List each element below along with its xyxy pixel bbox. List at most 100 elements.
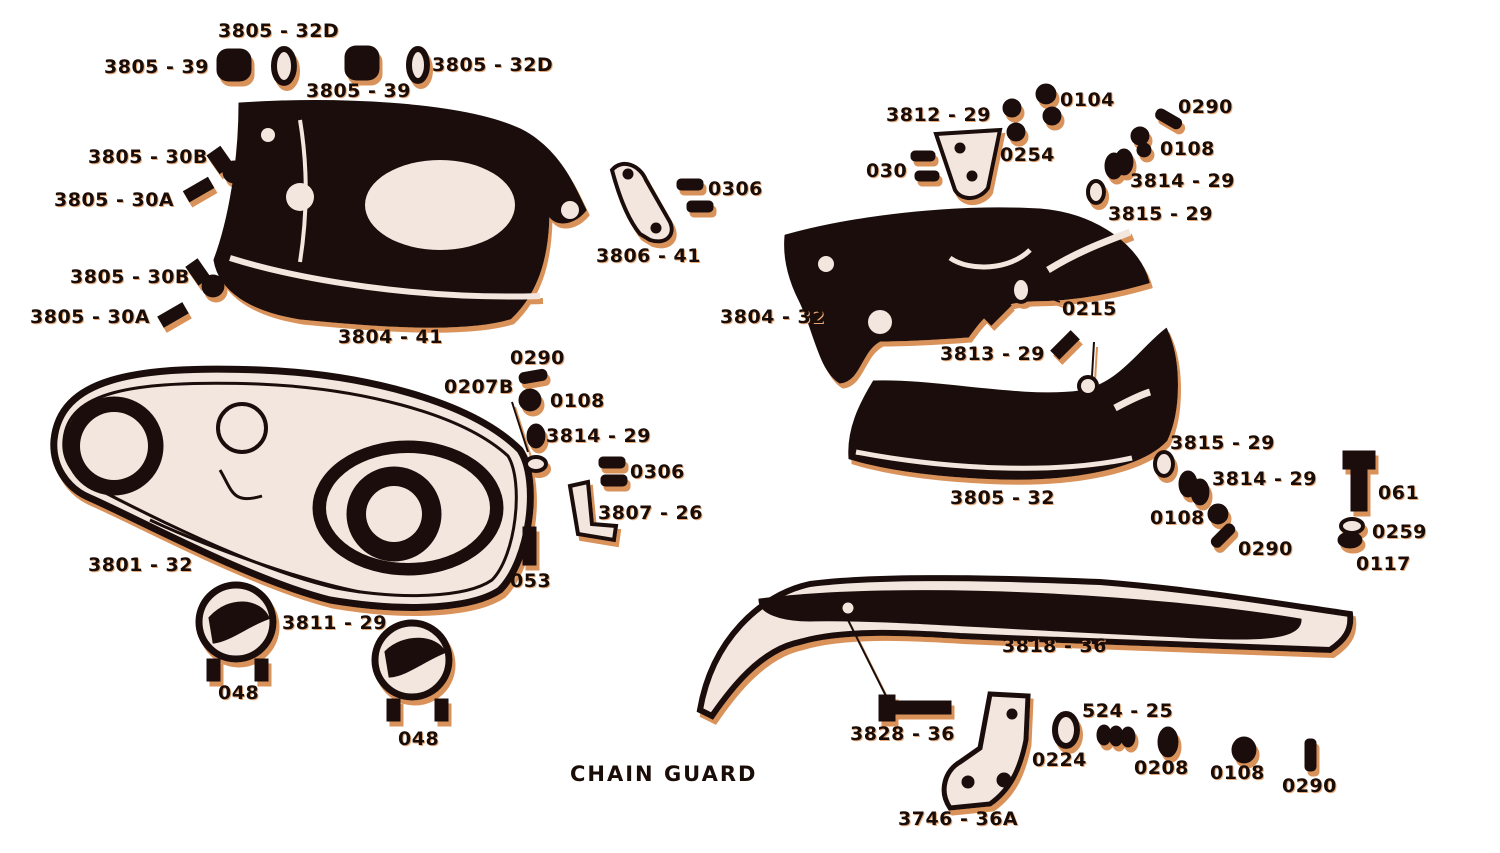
spring-washer-3814-29-c [526, 423, 546, 449]
label-3805-32d-top: 3805 - 32D [218, 20, 340, 42]
label-0108-right: 0108 [1150, 507, 1205, 529]
bracket-3806-41 [609, 161, 674, 244]
washer-3815-29-b [1153, 450, 1175, 478]
label-061: 061 [1378, 482, 1420, 504]
chain-guard-3805-32 [848, 327, 1178, 480]
label-0290-right: 0290 [1238, 538, 1293, 560]
washer-0259 [1339, 517, 1365, 535]
spring-washer-3814-29-b [1178, 470, 1210, 506]
label-0290-top: 0290 [1178, 96, 1233, 118]
label-3815-29-right: 3815 - 29 [1170, 432, 1275, 454]
label-3814-29-mid: 3814 - 29 [546, 425, 651, 447]
label-3828-36: 3828 - 36 [850, 723, 955, 745]
label-048-b: 048 [398, 728, 440, 750]
label-048-a: 048 [218, 682, 260, 704]
screw-030 [910, 150, 940, 182]
fastener-3805-39-a [216, 48, 252, 82]
washer-3815-29-a [1086, 179, 1106, 205]
label-0290-mid: 0290 [510, 347, 565, 369]
label-3805-30b-a: 3805 - 30B [88, 146, 208, 168]
label-0224: 0224 [1032, 749, 1087, 771]
label-0108-top: 0108 [1160, 138, 1215, 160]
chain-guard-cover-3804-41 [213, 100, 587, 328]
bolt-0306-a [676, 178, 714, 213]
nut-0117 [1337, 531, 1363, 549]
bolt-061 [1342, 450, 1376, 512]
label-524-25: 524 - 25 [1082, 700, 1174, 722]
label-3805-30b-b: 3805 - 30B [70, 266, 190, 288]
bolt-3805-30b-b [185, 258, 225, 298]
label-3805-39-left: 3805 - 39 [104, 56, 209, 78]
label-3814-29-top: 3814 - 29 [1130, 170, 1235, 192]
label-053: 053 [510, 570, 552, 592]
washer-0224 [1052, 711, 1080, 749]
label-0108-bottom: 0108 [1210, 762, 1265, 784]
label-0254: 0254 [1000, 144, 1055, 166]
bolt-3805-30b-a [206, 145, 246, 184]
nut-0108-c [518, 388, 542, 412]
nut-0108-a [1130, 126, 1152, 158]
label-0306-top: 0306 [708, 178, 763, 200]
cap-3811-29-a [195, 581, 277, 663]
label-0215: 0215 [1062, 298, 1117, 320]
label-3814-29-right: 3814 - 29 [1212, 468, 1317, 490]
nut-3812-29 [1002, 98, 1026, 142]
label-0104: 0104 [1060, 89, 1115, 111]
chain-case-3801-32 [50, 365, 534, 611]
label-0207b: 0207B [444, 376, 514, 398]
label-3806-41: 3806 - 41 [596, 245, 701, 267]
cap-3811-29-b [371, 619, 453, 701]
stud-3828-36 [878, 694, 952, 722]
nut-0108-b [1207, 503, 1229, 525]
label-3805-32d-right: 3805 - 32D [432, 54, 554, 76]
bolt-0306-b [598, 456, 628, 487]
washer-0207b [524, 455, 548, 473]
screw-3805-30a-b [157, 302, 189, 328]
label-3746-36a: 3746 - 36A [898, 808, 1019, 830]
label-3805-30a-b: 3805 - 30A [30, 306, 151, 328]
spring-524-25 [1096, 724, 1136, 748]
screw-3813-29-a [982, 296, 1012, 326]
washer-0215 [1010, 276, 1032, 304]
pin-0290-c [518, 368, 548, 385]
spring-washer-3814-29-a [1104, 148, 1134, 180]
bracket-3807-26 [567, 479, 619, 543]
label-0117: 0117 [1356, 553, 1411, 575]
label-3804-32: 3804 - 32 [720, 306, 825, 328]
label-3818-36: 3818 - 36 [1002, 635, 1107, 657]
label-3813-29: 3813 - 29 [940, 343, 1045, 365]
pin-0290-b [1210, 523, 1236, 548]
washer-0208 [1157, 726, 1179, 758]
label-0208: 0208 [1134, 757, 1189, 779]
pin-0290-d [1304, 738, 1317, 772]
nut-0108-d [1231, 736, 1257, 764]
rear-chain-guard-3818-36 [696, 575, 1354, 720]
label-3805-32: 3805 - 32 [950, 487, 1055, 509]
bracket-3746-36a [941, 691, 1031, 811]
diagram-title: CHAIN GUARD [570, 762, 758, 786]
bracket-0254 [933, 127, 1003, 200]
label-030: 030 [866, 160, 908, 182]
label-3815-29-top: 3815 - 29 [1108, 203, 1213, 225]
washer-3805-32d-a [271, 46, 297, 86]
screw-048-b [386, 698, 449, 722]
label-0306-mid: 0306 [630, 461, 685, 483]
bolt-053 [522, 526, 537, 566]
label-3805-39-mid: 3805 - 39 [306, 80, 411, 102]
pin-0290-a [1155, 108, 1183, 130]
label-3804-41: 3804 - 41 [338, 326, 443, 348]
label-3807-26: 3807 - 26 [598, 502, 703, 524]
label-3801-32: 3801 - 32 [88, 554, 193, 576]
label-3805-30a-a: 3805 - 30A [54, 189, 175, 211]
label-0108-mid: 0108 [550, 390, 605, 412]
screw-048-a [206, 658, 269, 682]
label-0259: 0259 [1372, 521, 1427, 543]
nut-0104 [1035, 83, 1062, 126]
fastener-3805-39-b [344, 45, 380, 81]
washer-3805-32d-b [406, 46, 430, 84]
screw-3805-30a-a [182, 176, 215, 203]
label-0290-bottom: 0290 [1282, 775, 1337, 797]
screw-3813-29-b [1050, 330, 1080, 360]
